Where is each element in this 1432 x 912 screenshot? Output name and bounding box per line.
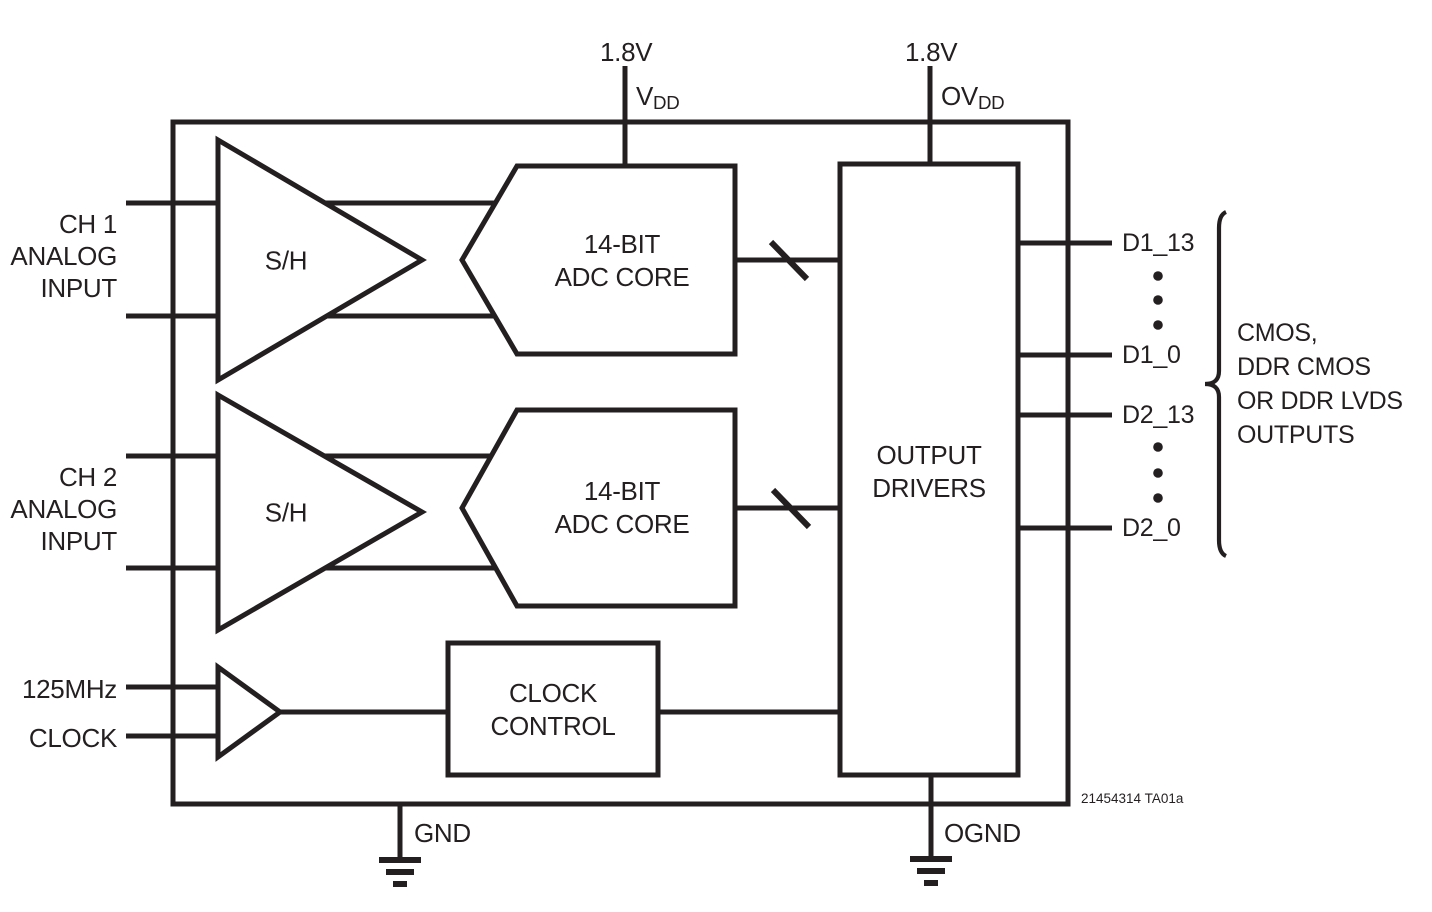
- sh1-triangle: [215, 135, 427, 385]
- signal-wires: [126, 66, 1112, 739]
- d2-msb-label: D2_13: [1122, 401, 1195, 429]
- output-drivers-line2: DRIVERS: [872, 473, 986, 503]
- vdd-voltage-label: 1.8V: [600, 37, 653, 67]
- ovdd-pin-main: OV: [941, 81, 978, 111]
- gnd-label: GND: [414, 818, 471, 848]
- adc1-label: 14-BIT ADC CORE: [555, 228, 690, 294]
- bus2-slash: [770, 487, 812, 530]
- ognd-label: OGND: [944, 818, 1021, 848]
- ch2-line2: ANALOG: [10, 494, 117, 524]
- vdd-pin-main: V: [636, 81, 654, 111]
- d2-lsb-label: D2_0: [1122, 514, 1181, 542]
- adc2-line1: 14-BIT: [583, 476, 661, 506]
- ovdd-voltage-label: 1.8V: [905, 37, 958, 67]
- ch1-line1: CH 1: [58, 209, 117, 239]
- ch1-line2: ANALOG: [10, 241, 117, 271]
- clock-control-line2: CONTROL: [490, 711, 616, 741]
- adc1-line1: 14-BIT: [583, 229, 661, 259]
- bus-slashes: [768, 239, 812, 530]
- output-drivers-box: [837, 161, 1021, 778]
- adc2-label: 14-BIT ADC CORE: [555, 475, 690, 541]
- d1-msb-label: D1_13: [1122, 229, 1195, 257]
- annotation-line2: DDR CMOS: [1237, 353, 1371, 381]
- vdd-pin-sub: DD: [653, 92, 680, 114]
- outputs-annotation: CMOS, DDR CMOS OR DDR LVDS OUTPUTS: [1237, 316, 1403, 452]
- ch1-line3: INPUT: [40, 273, 117, 303]
- ch2-line3: INPUT: [40, 526, 117, 556]
- output-drivers-line1: OUTPUT: [876, 440, 982, 470]
- adc2-line2: ADC CORE: [554, 509, 690, 539]
- d1-lsb-label: D1_0: [1122, 341, 1181, 369]
- chip-outline: [170, 119, 1071, 807]
- outputs-brace: [1204, 210, 1228, 558]
- adc2-pentagon: [459, 407, 738, 609]
- sh2-triangle: [215, 390, 428, 635]
- ch2-input-label: CH 2 ANALOG INPUT: [10, 461, 117, 557]
- clock-name-label: CLOCK: [28, 723, 117, 753]
- clock-control-label: CLOCK CONTROL: [490, 677, 615, 743]
- ognd-earth-icon: [910, 856, 952, 886]
- annotation-line1: CMOS,: [1237, 319, 1318, 347]
- function-blocks: [215, 135, 1021, 778]
- sh1-label: S/H: [264, 245, 308, 276]
- vdd-pin-label: VDD: [636, 80, 680, 115]
- gnd-earth-icon: [379, 857, 421, 887]
- ovdd-pin-label: OVDD: [941, 80, 1005, 115]
- sh2-label: S/H: [264, 497, 308, 528]
- ovdd-pin-sub: DD: [977, 92, 1005, 114]
- annotation-line4: OUTPUTS: [1237, 421, 1355, 449]
- output-ellipsis-dots: [1153, 271, 1163, 503]
- ch1-input-label: CH 1 ANALOG INPUT: [10, 208, 117, 304]
- clock-control-line1: CLOCK: [508, 678, 598, 708]
- adc1-line2: ADC CORE: [554, 262, 690, 292]
- clock-buffer-triangle: [215, 662, 285, 762]
- adc1-pentagon: [459, 163, 738, 357]
- annotation-line3: OR DDR LVDS: [1237, 387, 1403, 415]
- ch2-line1: CH 2: [58, 462, 117, 492]
- ground-symbols: [379, 777, 952, 887]
- clock-control-box: [445, 640, 661, 778]
- bus1-slash: [768, 239, 810, 282]
- figure-caption: 21454314 TA01a: [1081, 791, 1184, 806]
- output-drivers-label: OUTPUT DRIVERS: [872, 439, 986, 505]
- clock-freq-label: 125MHz: [21, 674, 117, 704]
